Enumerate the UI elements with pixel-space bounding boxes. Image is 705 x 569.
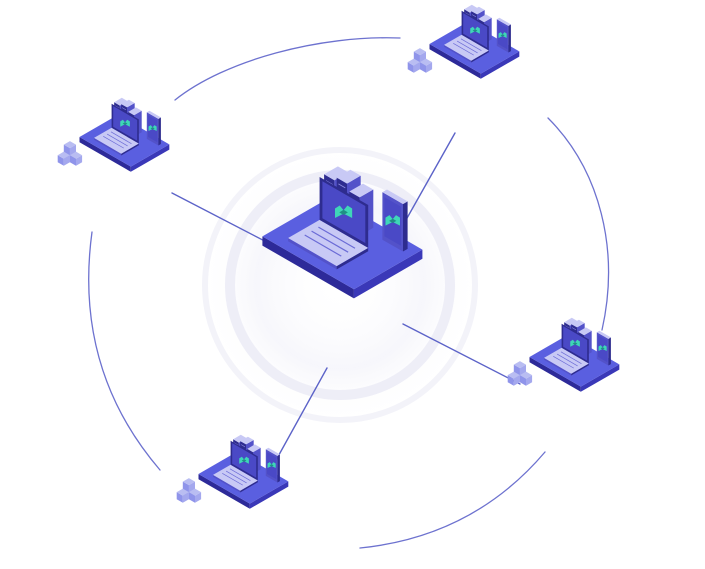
- node-top-right-laptop-logo-icon: [470, 26, 480, 34]
- central-server-node-keyboard-row: [318, 226, 356, 249]
- node-bottom-left-cube-2: [176, 488, 189, 503]
- node-top-right-keyboard-row: [460, 38, 482, 51]
- central-server-node-keyboard-row: [304, 234, 342, 257]
- node-top-right-server-slot: [472, 14, 477, 18]
- node-bottom-left: [176, 434, 289, 509]
- node-bottom-right-laptop-base: [544, 347, 589, 376]
- node-bottom-right-cube-3: [513, 361, 526, 376]
- nodes: [57, 4, 620, 509]
- node-top-left-laptop-logo-icon: [120, 119, 130, 127]
- node-bottom-right-keyboard-row: [556, 353, 578, 367]
- node-bottom-right-cube-2: [507, 371, 520, 386]
- node-top-left-laptop-base: [94, 127, 139, 156]
- node-bottom-left-laptop-logo-icon: [239, 456, 249, 464]
- node-bottom-right-tablet-logo-icon: [598, 345, 607, 351]
- node-bottom-left-cube-stack: [176, 478, 202, 503]
- central-server-node-tablet-logo-icon: [385, 215, 400, 226]
- connector-bottom-left: [274, 367, 328, 463]
- node-top-right-keyboard-row: [456, 40, 478, 54]
- node-bottom-right-laptop-logo-icon: [570, 339, 580, 347]
- central-server-node-server-slot: [325, 180, 333, 185]
- central-server-node-server-slot: [338, 183, 346, 189]
- central-server-node-keyboard-row: [311, 230, 349, 253]
- node-bottom-right: [507, 317, 620, 392]
- node-bottom-left-tablet-logo-icon: [267, 462, 276, 468]
- orbit-arc-right: [547, 117, 610, 331]
- node-top-right: [407, 4, 520, 79]
- node-bottom-right-cube-stack: [507, 361, 533, 386]
- node-bottom-left-keyboard-row: [229, 468, 251, 481]
- node-top-left-cube-1: [69, 151, 83, 166]
- node-bottom-left-keyboard-row: [225, 470, 247, 484]
- node-top-left-cube-3: [63, 141, 76, 156]
- orbit-arc-top: [174, 37, 401, 101]
- central-server-node-laptop-logo-icon: [334, 205, 353, 218]
- orbit-arc-left: [88, 231, 161, 471]
- node-top-left-cube-stack: [57, 141, 83, 166]
- node-top-left-cube-2: [57, 151, 70, 166]
- node-top-right-cube-2: [407, 58, 420, 73]
- node-top-left: [57, 97, 170, 172]
- node-top-left-keyboard-row: [103, 135, 124, 149]
- node-top-right-cube-3: [413, 48, 426, 63]
- central-server-node-laptop-base: [288, 219, 369, 270]
- node-bottom-left-laptop-base: [213, 464, 258, 493]
- node-top-right-cube-1: [419, 58, 433, 73]
- central-server-node: [262, 166, 423, 299]
- node-top-right-cube-stack: [407, 48, 433, 73]
- node-bottom-left-cube-3: [182, 478, 195, 493]
- node-top-left-keyboard-row: [106, 133, 128, 147]
- node-bottom-right-keyboard-row: [560, 351, 582, 364]
- node-bottom-right-keyboard-row: [553, 355, 574, 369]
- node-top-left-tablet-logo-icon: [148, 125, 157, 131]
- node-bottom-right-server-slot: [572, 327, 577, 331]
- node-top-right-tablet-logo-icon: [498, 32, 507, 38]
- node-top-left-keyboard-row: [110, 131, 132, 144]
- connector-top-right: [401, 132, 456, 228]
- orbit-ring: [88, 37, 610, 549]
- node-bottom-right-cube-1: [519, 371, 533, 386]
- node-top-left-server-slot: [122, 107, 127, 111]
- node-bottom-left-cube-1: [188, 488, 202, 503]
- node-top-right-laptop-base: [444, 34, 489, 63]
- node-bottom-left-server-slot: [241, 444, 246, 448]
- node-top-right-keyboard-row: [453, 42, 474, 56]
- orbit-arc-bottom-right: [359, 451, 546, 549]
- connector-bottom-right: [402, 323, 521, 385]
- node-bottom-left-keyboard-row: [222, 472, 243, 486]
